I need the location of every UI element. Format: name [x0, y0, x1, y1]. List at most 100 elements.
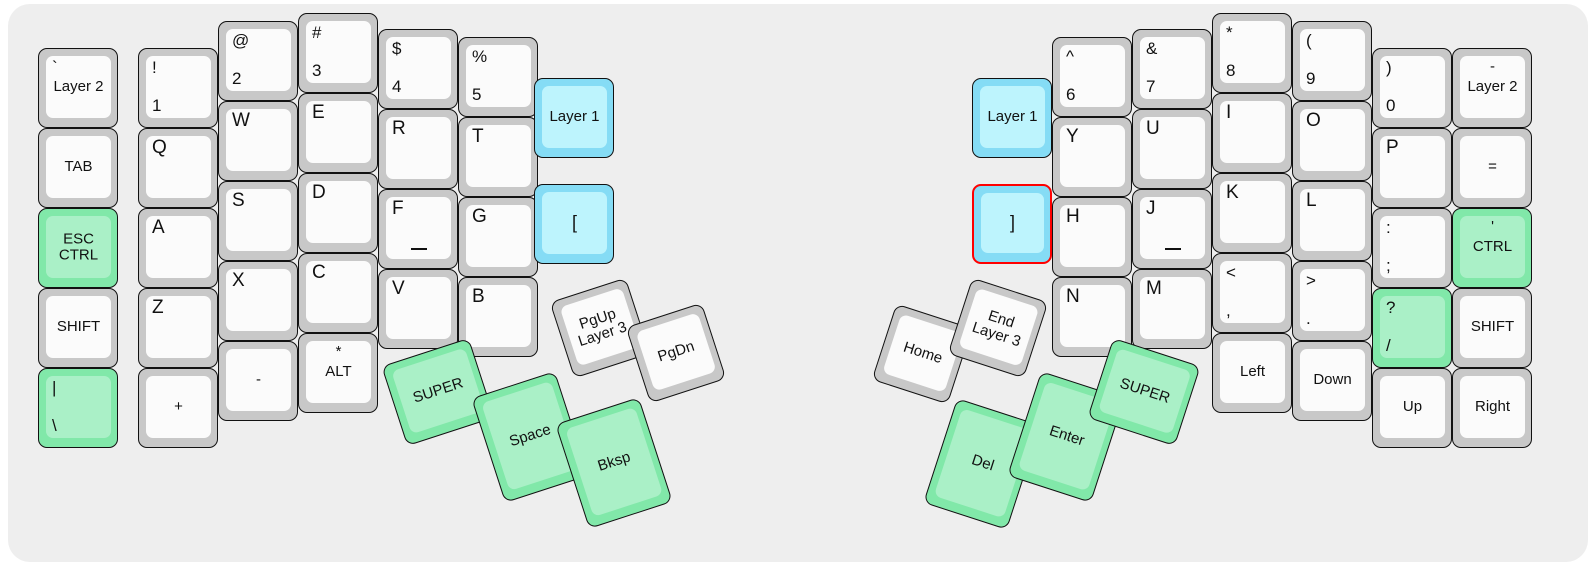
key-l-c1-r2[interactable]: TAB [38, 128, 118, 208]
key-l-c2-r5[interactable]: + [138, 368, 218, 448]
key-l-c3-r1[interactable]: @2 [218, 21, 298, 101]
key-r-c7-r3[interactable]: 'CTRL [1452, 208, 1532, 288]
key-l-th-bksp[interactable]: Bksp [555, 397, 673, 529]
keycap: -Layer 2 [1460, 56, 1525, 118]
key-r-c3-r3[interactable]: J [1132, 189, 1212, 269]
key-r-c1-r2[interactable]: ] [972, 184, 1052, 264]
key-r-c4-r2[interactable]: I [1212, 93, 1292, 173]
key-l-c5-r4[interactable]: V [378, 269, 458, 349]
key-legend-shifted: > [1306, 271, 1316, 290]
key-r-c6-r1[interactable]: )0 [1372, 48, 1452, 128]
key-r-c5-r2[interactable]: O [1292, 101, 1372, 181]
key-l-c2-r3[interactable]: A [138, 208, 218, 288]
key-l-c7-r2[interactable]: [ [534, 184, 614, 264]
keycap: D [306, 181, 371, 243]
key-l-c3-r5[interactable]: - [218, 341, 298, 421]
keycap: !1 [146, 56, 211, 118]
key-r-c1-r1[interactable]: Layer 1 [972, 78, 1052, 158]
key-r-c4-r3[interactable]: K [1212, 173, 1292, 253]
key-l-c1-r4[interactable]: SHIFT [38, 288, 118, 368]
key-r-c4-r5[interactable]: Left [1212, 333, 1292, 413]
key-legend-base: \ [52, 416, 57, 436]
key-l-c4-r2[interactable]: E [298, 93, 378, 173]
key-r-c7-r2[interactable]: = [1452, 128, 1532, 208]
key-l-c4-r4[interactable]: C [298, 253, 378, 333]
key-r-c6-r2[interactable]: P [1372, 128, 1452, 208]
key-legend-shifted: @ [232, 31, 250, 50]
key-r-c6-r5[interactable]: Up [1372, 368, 1452, 448]
key-legend-center: ALT [325, 363, 352, 381]
key-legend-letter: U [1146, 118, 1160, 139]
key-legend-shifted: | [52, 378, 57, 397]
key-l-c7-r1[interactable]: Layer 1 [534, 78, 614, 158]
keycap: E [306, 101, 371, 163]
key-legend-center: SHIFT [1470, 318, 1515, 336]
key-l-c6-r2[interactable]: T [458, 117, 538, 197]
key-l-c4-r5[interactable]: *ALT [298, 333, 378, 413]
key-l-c5-r1[interactable]: $4 [378, 29, 458, 109]
key-l-c4-r3[interactable]: D [298, 173, 378, 253]
key-l-c5-r2[interactable]: R [378, 109, 458, 189]
key-l-c3-r3[interactable]: S [218, 181, 298, 261]
key-r-c3-r1[interactable]: &7 [1132, 29, 1212, 109]
key-r-c3-r4[interactable]: M [1132, 269, 1212, 349]
key-r-c6-r3[interactable]: :; [1372, 208, 1452, 288]
key-r-c2-r2[interactable]: Y [1052, 117, 1132, 197]
key-l-c3-r2[interactable]: W [218, 101, 298, 181]
key-r-c5-r1[interactable]: (9 [1292, 21, 1372, 101]
key-r-c3-r2[interactable]: U [1132, 109, 1212, 189]
key-legend-base: 4 [392, 77, 402, 97]
key-legend-letter: W [232, 110, 250, 131]
homing-bump-icon [1164, 248, 1181, 250]
keycap: >. [1300, 269, 1365, 331]
key-legend-center: Enter [1047, 422, 1087, 450]
key-legend-base: 0 [1386, 96, 1396, 116]
key-r-c5-r5[interactable]: Down [1292, 341, 1372, 421]
key-r-c7-r4[interactable]: SHIFT [1452, 288, 1532, 368]
keycap: &7 [1140, 37, 1205, 99]
keycap: ?/ [1380, 296, 1445, 358]
key-legend-shifted: ` [52, 58, 58, 77]
key-l-c2-r4[interactable]: Z [138, 288, 218, 368]
key-r-c7-r5[interactable]: Right [1452, 368, 1532, 448]
key-l-c2-r2[interactable]: Q [138, 128, 218, 208]
key-legend-center: SUPER [1117, 374, 1173, 407]
key-r-c2-r3[interactable]: H [1052, 197, 1132, 277]
key-r-c6-r4[interactable]: ?/ [1372, 288, 1452, 368]
key-r-c2-r1[interactable]: ^6 [1052, 37, 1132, 117]
key-legend-center: Right [1474, 398, 1511, 416]
key-legend-base: 2 [232, 69, 242, 89]
key-l-c5-r3[interactable]: F [378, 189, 458, 269]
key-l-c1-r5[interactable]: |\ [38, 368, 118, 448]
keycap: T [466, 125, 531, 187]
key-legend-letter: T [472, 126, 484, 147]
key-r-c7-r1[interactable]: -Layer 2 [1452, 48, 1532, 128]
key-r-c4-r1[interactable]: *8 [1212, 13, 1292, 93]
keycap: R [386, 117, 451, 179]
key-r-c5-r4[interactable]: >. [1292, 261, 1372, 341]
key-legend-letter: N [1066, 286, 1080, 307]
keycap: *8 [1220, 21, 1285, 83]
key-legend-base: , [1226, 301, 1231, 321]
key-l-c6-r3[interactable]: G [458, 197, 538, 277]
key-l-c6-r1[interactable]: %5 [458, 37, 538, 117]
key-r-c5-r3[interactable]: L [1292, 181, 1372, 261]
key-legend-center: - [256, 371, 261, 389]
key-l-c6-r4[interactable]: B [458, 277, 538, 357]
keycap: TAB [46, 136, 111, 198]
key-l-c4-r1[interactable]: #3 [298, 13, 378, 93]
key-l-th-pgdn[interactable]: PgDn [625, 302, 727, 404]
key-legend-letter: K [1226, 182, 1239, 203]
key-legend-center: Up [1402, 398, 1423, 416]
keycap: SUPER [1097, 347, 1192, 435]
key-r-c4-r4[interactable]: <, [1212, 253, 1292, 333]
keycap: Layer 1 [980, 86, 1045, 148]
key-l-c1-r1[interactable]: `Layer 2 [38, 48, 118, 128]
key-l-c2-r1[interactable]: !1 [138, 48, 218, 128]
key-l-c3-r4[interactable]: X [218, 261, 298, 341]
keycap: SHIFT [46, 296, 111, 358]
key-legend-center: Del [969, 451, 997, 475]
